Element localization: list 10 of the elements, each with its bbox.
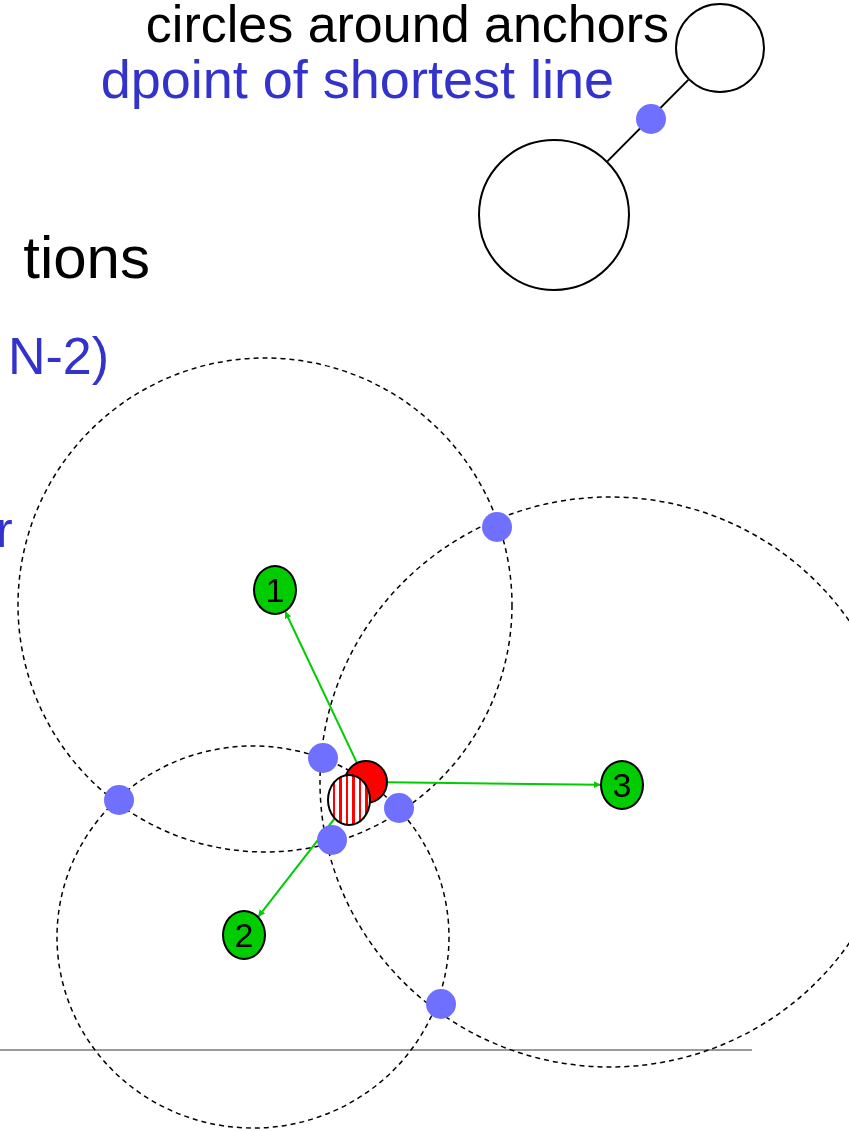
- arrow: [387, 781, 601, 789]
- heading-fragment: r: [0, 505, 13, 555]
- heading-fragment: tions: [23, 228, 150, 288]
- hatched-estimate-circle: [327, 774, 371, 826]
- heading-fragment: circles around anchors: [145, 0, 669, 50]
- anchor-node: 3: [600, 760, 644, 810]
- anchor-node: 2: [222, 910, 266, 960]
- arrow: [284, 611, 358, 764]
- arrow: [257, 818, 336, 918]
- anchor-node: 1: [253, 565, 297, 615]
